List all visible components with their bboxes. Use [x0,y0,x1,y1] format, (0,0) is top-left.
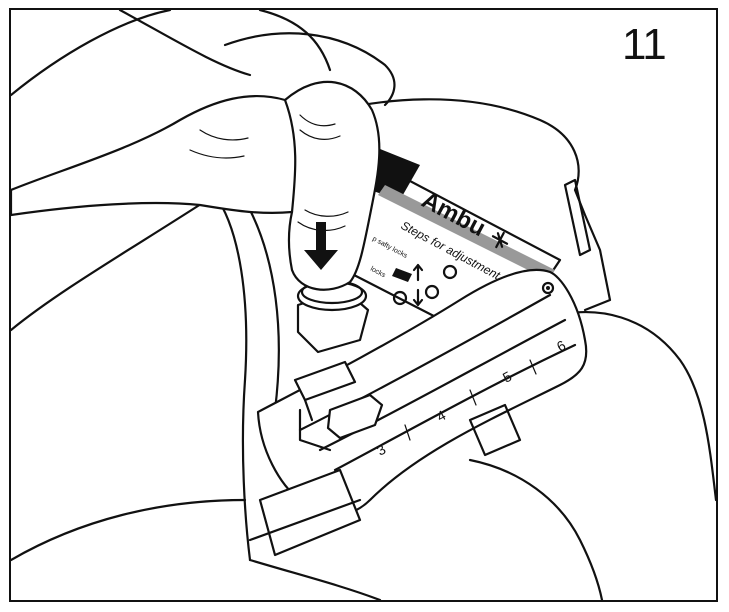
device-body-left-edge [213,193,252,562]
arrow-down-icon [412,288,424,307]
lock-icon [424,284,440,300]
body-contour-left [11,193,217,332]
hand [11,10,396,291]
device-inner-left-edge [248,208,280,412]
plus-cross-icon [491,231,509,249]
body-contour-lower [11,498,247,562]
label-band [378,185,555,280]
release-button [296,279,370,354]
device-right-body-lower [468,458,604,600]
arrow-down-icon-large [304,222,338,270]
adjustment-slider [248,268,588,557]
device-bottom-curve [248,558,382,600]
step-number: 11 [622,20,667,69]
device-right-body [538,311,716,502]
connector-icon [392,268,412,282]
unlock-icon [442,264,458,280]
arrow-up-icon [412,263,424,282]
device-strap [563,178,592,257]
lock-icon-lower [392,290,408,306]
